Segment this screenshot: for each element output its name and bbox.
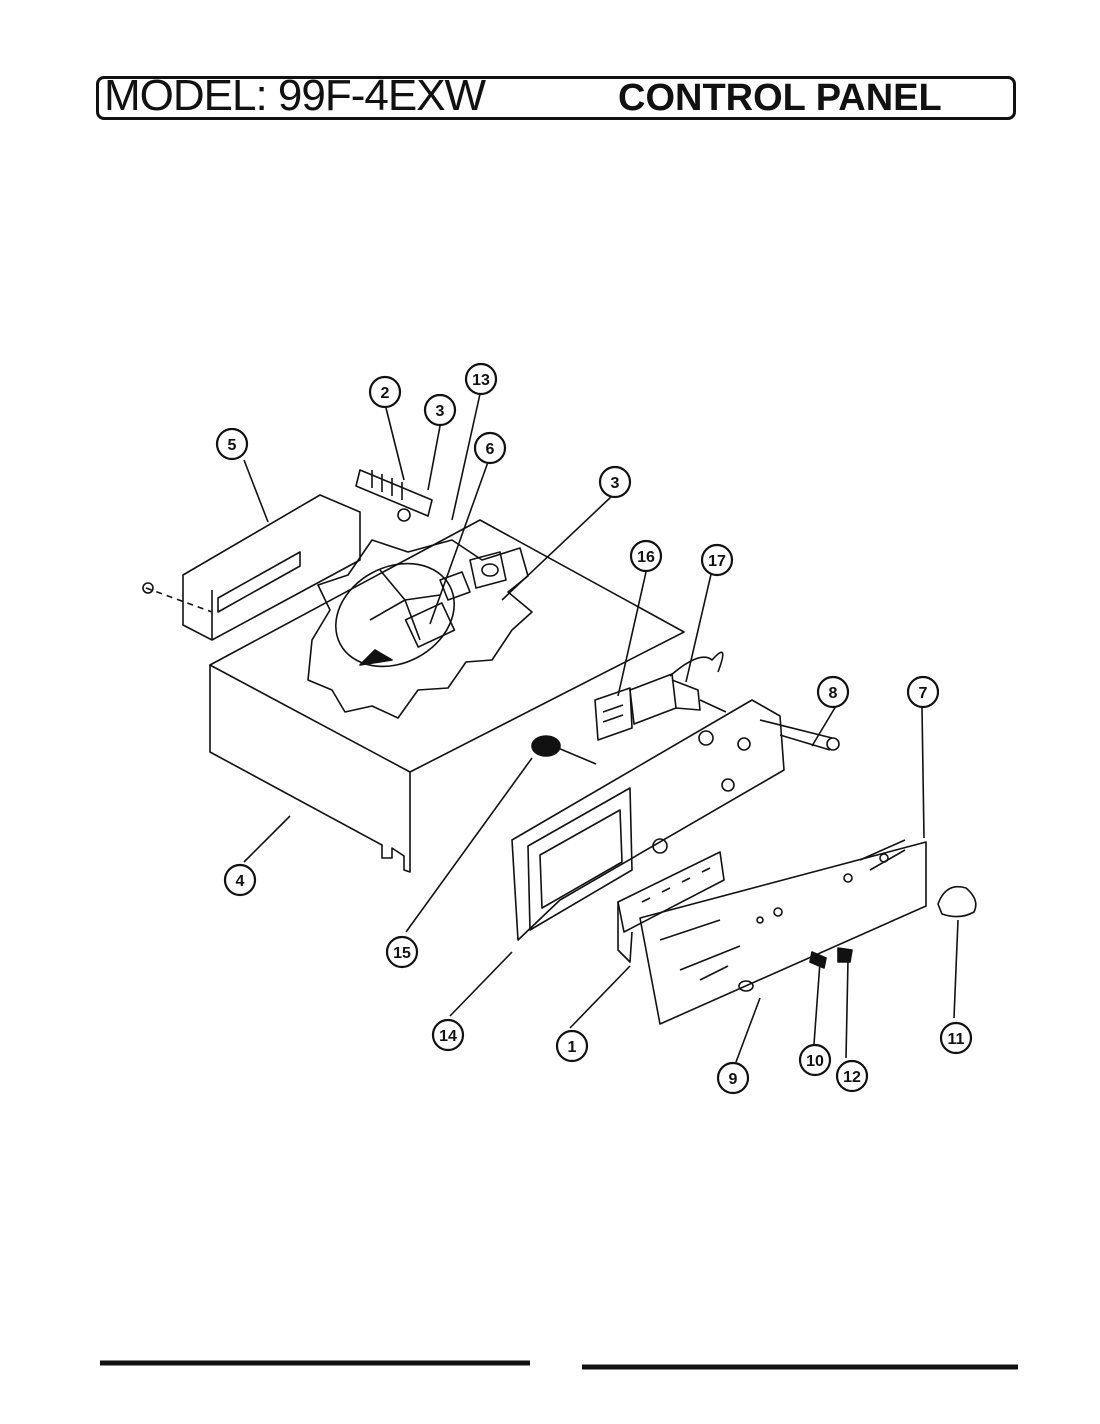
svg-text:12: 12 bbox=[843, 1069, 861, 1086]
svg-text:3: 3 bbox=[436, 403, 445, 420]
callout-12: 12 bbox=[835, 1059, 869, 1093]
mounting-plate bbox=[511, 699, 785, 941]
front-panel bbox=[639, 839, 927, 1025]
svg-text:5: 5 bbox=[228, 437, 237, 454]
svg-text:16: 16 bbox=[637, 549, 655, 566]
callout-9: 9 bbox=[716, 1061, 750, 1095]
svg-text:6: 6 bbox=[486, 441, 495, 458]
callout-10: 10 bbox=[798, 1043, 832, 1077]
shaft-connector bbox=[355, 469, 433, 522]
svg-text:13: 13 bbox=[472, 372, 490, 389]
svg-text:15: 15 bbox=[393, 945, 411, 962]
callout-8: 8 bbox=[816, 675, 850, 709]
rotary-knob bbox=[531, 735, 597, 765]
svg-text:10: 10 bbox=[806, 1053, 824, 1070]
callout-5: 5 bbox=[215, 427, 249, 461]
svg-text:2: 2 bbox=[381, 385, 390, 402]
housing-box bbox=[209, 519, 685, 873]
section-title: CONTROL PANEL bbox=[618, 77, 942, 119]
callout-11: 11 bbox=[939, 1021, 973, 1055]
callout-13: 13 bbox=[464, 362, 498, 396]
small-hardware bbox=[738, 885, 977, 992]
svg-text:7: 7 bbox=[919, 685, 928, 702]
callout-2: 2 bbox=[368, 375, 402, 409]
callout-6: 6 bbox=[473, 431, 507, 465]
relay-block bbox=[617, 851, 725, 963]
blower-assembly bbox=[307, 539, 533, 719]
callout-1: 1 bbox=[555, 1029, 589, 1063]
callout-3a: 3 bbox=[423, 393, 457, 427]
callout-7: 7 bbox=[906, 675, 940, 709]
callout-15: 15 bbox=[385, 935, 419, 969]
svg-text:1: 1 bbox=[568, 1039, 577, 1056]
callout-14: 14 bbox=[431, 1018, 465, 1052]
svg-text:8: 8 bbox=[829, 685, 838, 702]
callout-3b: 3 bbox=[598, 465, 632, 499]
top-bracket bbox=[142, 494, 361, 641]
svg-text:9: 9 bbox=[729, 1071, 738, 1088]
callout-4: 4 bbox=[223, 863, 257, 897]
callout-17: 17 bbox=[700, 543, 734, 577]
callout-circles: 5 2 13 3 6 3 16 17 8 7 4 15 14 1 9 10 12… bbox=[215, 362, 973, 1095]
svg-text:4: 4 bbox=[236, 873, 245, 890]
header-frame bbox=[96, 76, 1016, 120]
svg-text:3: 3 bbox=[611, 475, 620, 492]
svg-text:14: 14 bbox=[439, 1028, 457, 1045]
model-title: MODEL: 99F-4EXW bbox=[104, 71, 486, 120]
mounting-screw bbox=[759, 719, 840, 751]
svg-text:17: 17 bbox=[708, 553, 726, 570]
leader-lines bbox=[243, 393, 959, 1063]
callout-16: 16 bbox=[629, 539, 663, 573]
svg-text:11: 11 bbox=[948, 1031, 965, 1048]
